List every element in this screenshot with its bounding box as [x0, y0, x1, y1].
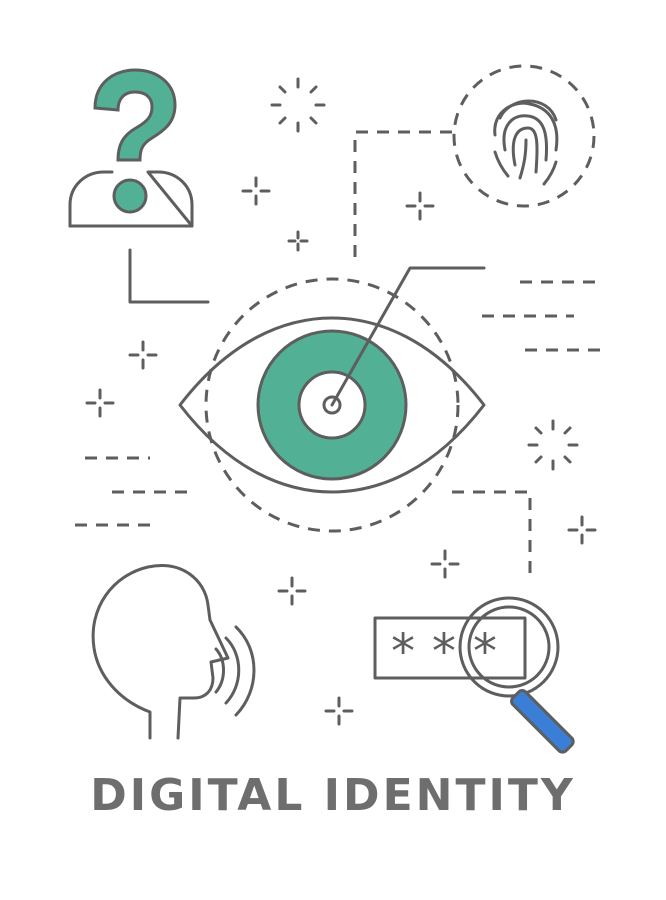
page-title: DIGITAL IDENTITY [90, 770, 576, 821]
eye-icon [178, 266, 486, 533]
question-person-icon [68, 68, 210, 304]
password-field-icon: *** [373, 616, 527, 680]
sparkle-icon [85, 77, 597, 726]
magnifier-icon [458, 596, 575, 754]
fingerprint-icon [353, 64, 596, 265]
password-mask: *** [389, 624, 512, 680]
decorative-dash-lines [75, 280, 600, 580]
speaking-head-icon [91, 564, 256, 740]
